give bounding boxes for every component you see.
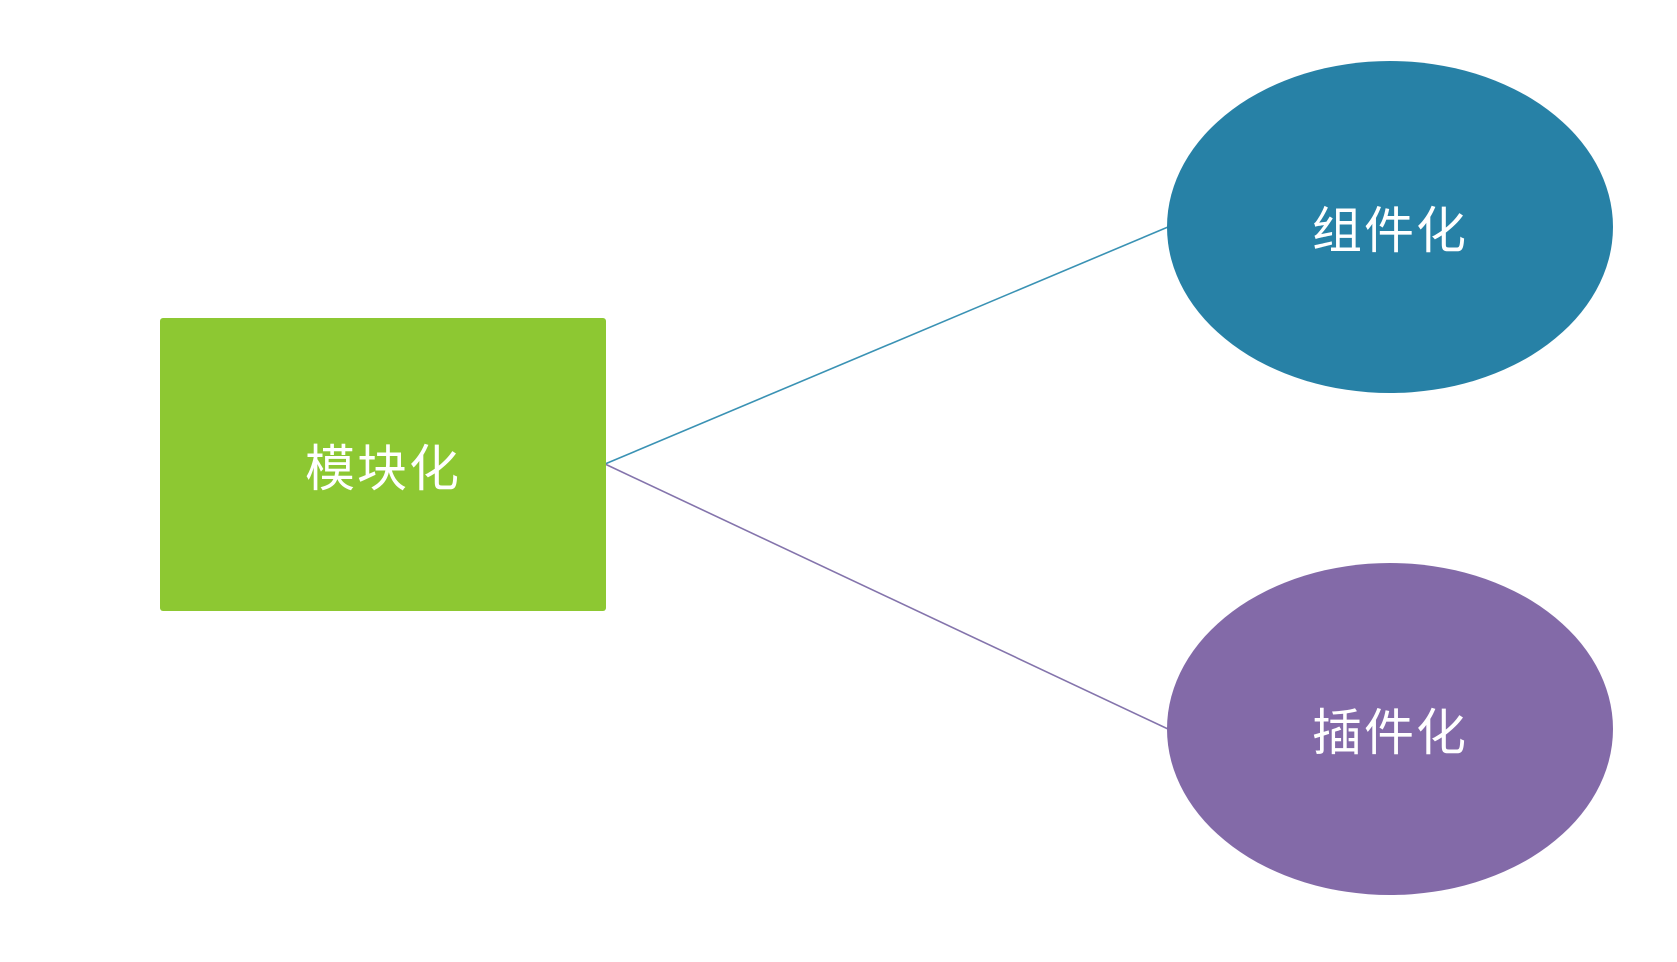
modular-label: 模块化 [305, 439, 461, 498]
plugin-node: 插件化 [1167, 563, 1613, 895]
edge-modular-to-plugin [604, 463, 1169, 730]
edge-modular-to-component [604, 226, 1169, 465]
plugin-label: 插件化 [1312, 704, 1468, 762]
component-node: 组件化 [1167, 61, 1613, 393]
component-label: 组件化 [1312, 202, 1468, 260]
modular-node: 模块化 [160, 318, 606, 611]
